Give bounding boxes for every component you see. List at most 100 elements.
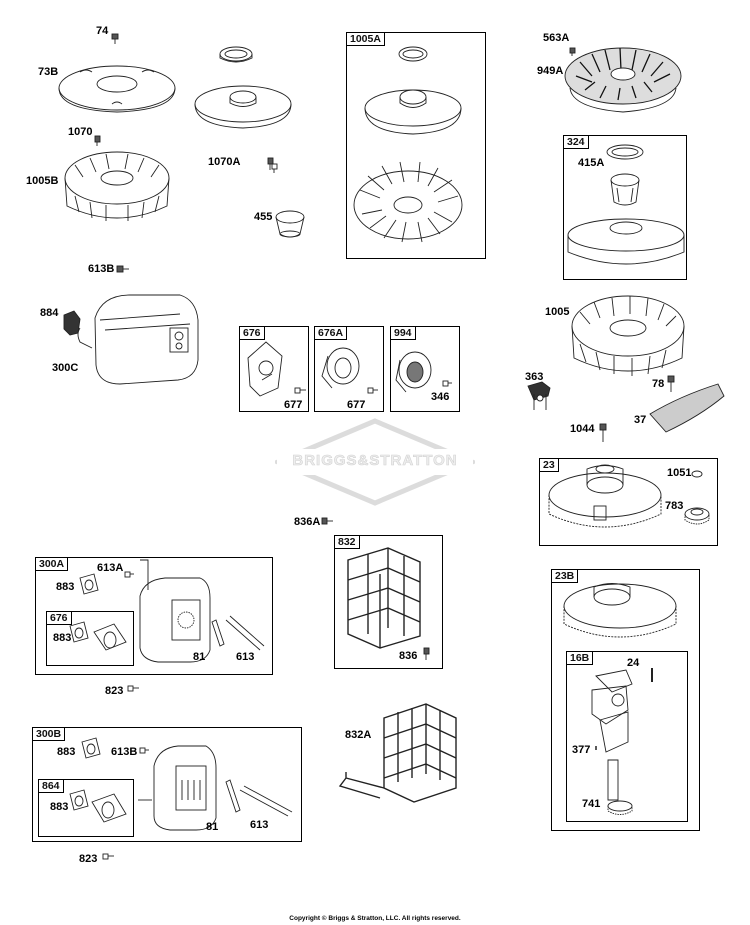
label-74: 74 <box>96 25 109 37</box>
cup-415A-icon <box>610 173 640 206</box>
bracket-81b-icon <box>225 779 241 813</box>
label-883c: 883 <box>57 746 76 758</box>
plate-676-icon <box>247 341 283 397</box>
copyright-notice: Copyright © Briggs & Stratton, LLC. All … <box>289 915 461 922</box>
label-1044: 1044 <box>570 423 595 435</box>
label-823b: 823 <box>79 853 98 865</box>
box-label: 23 <box>539 458 559 472</box>
screw-613B-top-icon <box>116 265 129 273</box>
label-883a: 883 <box>56 581 75 593</box>
box-label: 676A <box>314 326 348 340</box>
label-613A: 613A <box>97 562 124 574</box>
box-label: 994 <box>390 326 416 340</box>
gasket-883a-icon <box>79 573 99 595</box>
box-324: 324 <box>563 135 687 280</box>
bracket-81a-icon <box>211 619 225 647</box>
label-883d: 883 <box>50 801 69 813</box>
label-1070A: 1070A <box>208 156 241 168</box>
bracket-884-icon <box>63 310 81 336</box>
box-994: 994 <box>390 326 460 412</box>
box-1005A: 1005A <box>346 32 486 259</box>
screw-1070-icon <box>94 135 101 146</box>
crankshaft-16B-icon <box>591 669 633 801</box>
guard-832A-icon <box>338 703 457 803</box>
label-823a: 823 <box>105 685 124 697</box>
label-37: 37 <box>634 414 647 426</box>
label-741: 741 <box>582 798 601 810</box>
label-24: 24 <box>627 657 640 669</box>
washer-1051-icon <box>691 470 703 478</box>
gear-741-icon <box>607 800 633 815</box>
gasket-1005A-icon <box>398 46 428 62</box>
fan-cover-324-icon <box>567 218 685 265</box>
screw-677a-icon <box>294 387 306 394</box>
label-81a: 81 <box>193 651 206 663</box>
screw-613A-icon <box>124 571 134 578</box>
box-23B: 23B <box>551 569 700 831</box>
stud-613b-icon <box>239 785 293 817</box>
screw-836A-icon <box>321 517 333 525</box>
label-1051: 1051 <box>667 467 692 479</box>
label-949A: 949A <box>537 65 564 77</box>
box-300A: 300A <box>35 557 273 675</box>
gear-783-icon <box>684 507 710 525</box>
box-300B: 300B <box>32 727 302 842</box>
box-label: 300B <box>32 727 66 741</box>
box-label: 324 <box>563 135 589 149</box>
fan-1005A-icon <box>353 161 463 243</box>
fan-cover-icon <box>194 85 292 129</box>
label-1005: 1005 <box>545 306 570 318</box>
muffler-300C-icon <box>77 294 199 385</box>
box-832: 832 <box>334 535 443 669</box>
fan-1005-icon <box>571 295 685 376</box>
label-1070: 1070 <box>68 126 93 138</box>
guard-832-icon <box>347 547 421 649</box>
label-415A: 415A <box>578 157 605 169</box>
watermark-text: BRIGGS&STRATTON <box>292 452 458 470</box>
box-label: 832 <box>334 535 360 549</box>
box-label: 1005A <box>346 32 385 46</box>
gasket-ring-icon <box>219 46 253 63</box>
label-783: 783 <box>665 500 684 512</box>
label-613B-top: 613B <box>88 263 115 275</box>
label-613b: 613 <box>250 819 269 831</box>
blower-housing-949A-icon <box>564 47 682 113</box>
box-676A: 676A <box>314 326 384 412</box>
screw-346-icon <box>442 380 452 387</box>
label-73B: 73B <box>38 66 59 78</box>
label-613B: 613B <box>111 746 138 758</box>
screw-563A-icon <box>569 47 576 56</box>
watermark-diamond-icon <box>271 418 479 506</box>
box-676: 676 <box>239 326 309 412</box>
flywheel-23B-icon <box>563 583 677 638</box>
gasket-883c-icon <box>81 737 101 759</box>
screw-836-icon <box>423 647 430 660</box>
label-455: 455 <box>254 211 273 223</box>
label-884: 884 <box>40 307 59 319</box>
label-836: 836 <box>399 650 418 662</box>
flange-864-icon <box>91 793 127 823</box>
flange-676-icon <box>93 623 127 651</box>
screw-78-icon <box>667 375 675 392</box>
screw-1044-icon <box>599 423 607 442</box>
cup-455-icon <box>275 210 305 238</box>
plate-994-icon <box>395 351 432 393</box>
screw-823a-icon <box>127 685 139 692</box>
label-613a: 613 <box>236 651 255 663</box>
label-363: 363 <box>525 371 544 383</box>
label-1005B: 1005B <box>26 175 59 187</box>
stud-613a-icon <box>225 615 265 651</box>
gasket-883b-icon <box>69 621 89 643</box>
label-832A: 832A <box>345 729 372 741</box>
fan-cover-1005A-icon <box>364 89 462 135</box>
box-label: 300A <box>35 557 69 571</box>
screw-74-icon <box>111 33 119 44</box>
brand-watermark: BRIGGS&STRATTON <box>271 418 479 506</box>
flywheel-23-icon <box>548 464 662 528</box>
box-label: 16B <box>566 651 594 665</box>
label-346: 346 <box>431 391 450 403</box>
gasket-883d-icon <box>69 789 89 811</box>
screw-823b-icon <box>102 853 114 860</box>
